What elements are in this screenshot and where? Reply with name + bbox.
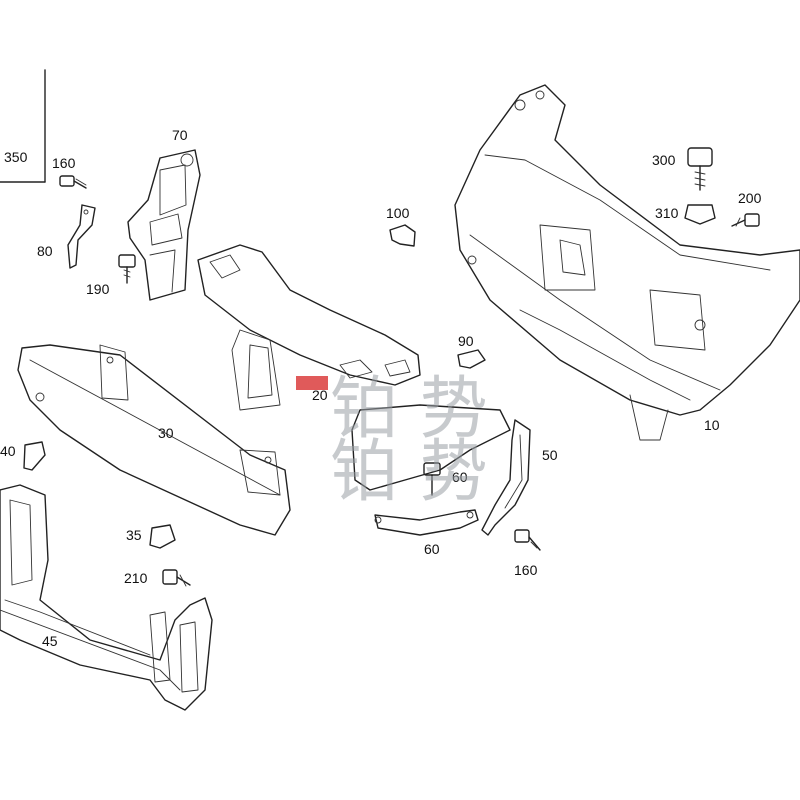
clip-35 bbox=[149, 524, 176, 549]
label-20: 20 bbox=[312, 387, 328, 403]
bolt-160-top bbox=[59, 175, 87, 189]
upper-crossmember-20 bbox=[197, 244, 421, 411]
label-350: 350 bbox=[4, 149, 28, 165]
bolt-160-bottom bbox=[514, 529, 541, 551]
label-310: 310 bbox=[655, 205, 679, 221]
label-60-lower: 60 bbox=[424, 541, 440, 557]
bracket-80 bbox=[67, 204, 96, 269]
label-50: 50 bbox=[542, 447, 558, 463]
label-35: 35 bbox=[126, 527, 142, 543]
watermark-bottom: 铂 势 bbox=[330, 433, 488, 512]
lower-frame-45 bbox=[0, 484, 213, 711]
label-160-top: 160 bbox=[52, 155, 76, 171]
label-190: 190 bbox=[86, 281, 110, 297]
label-10: 10 bbox=[704, 417, 720, 433]
watermark-top: 铂 势 bbox=[330, 370, 488, 449]
label-70: 70 bbox=[172, 127, 188, 143]
label-300: 300 bbox=[652, 152, 676, 168]
label-30: 30 bbox=[158, 425, 174, 441]
bolt-210 bbox=[162, 569, 191, 587]
label-160-bottom: 160 bbox=[514, 562, 538, 578]
highlight-marker bbox=[296, 376, 328, 390]
nut-310 bbox=[684, 204, 716, 225]
clip-90 bbox=[457, 349, 486, 369]
label-90: 90 bbox=[458, 333, 474, 349]
label-box-350 bbox=[0, 69, 46, 183]
bolt-300 bbox=[687, 147, 713, 191]
radiator-support-10 bbox=[454, 84, 800, 441]
label-210: 210 bbox=[124, 570, 148, 586]
clip-100 bbox=[389, 224, 416, 247]
label-80: 80 bbox=[37, 243, 53, 259]
bolt-60-upper bbox=[423, 462, 441, 496]
bracket-70 bbox=[127, 149, 201, 301]
label-100: 100 bbox=[386, 205, 410, 221]
label-40: 40 bbox=[0, 443, 16, 459]
label-45: 45 bbox=[42, 633, 58, 649]
label-60-upper: 60 bbox=[452, 469, 468, 485]
label-200: 200 bbox=[738, 190, 762, 206]
bolt-200 bbox=[731, 213, 760, 227]
bolt-190 bbox=[118, 254, 136, 284]
clip-40 bbox=[23, 441, 46, 471]
front-beam-30 bbox=[17, 344, 291, 536]
bracket-50 bbox=[481, 419, 531, 536]
